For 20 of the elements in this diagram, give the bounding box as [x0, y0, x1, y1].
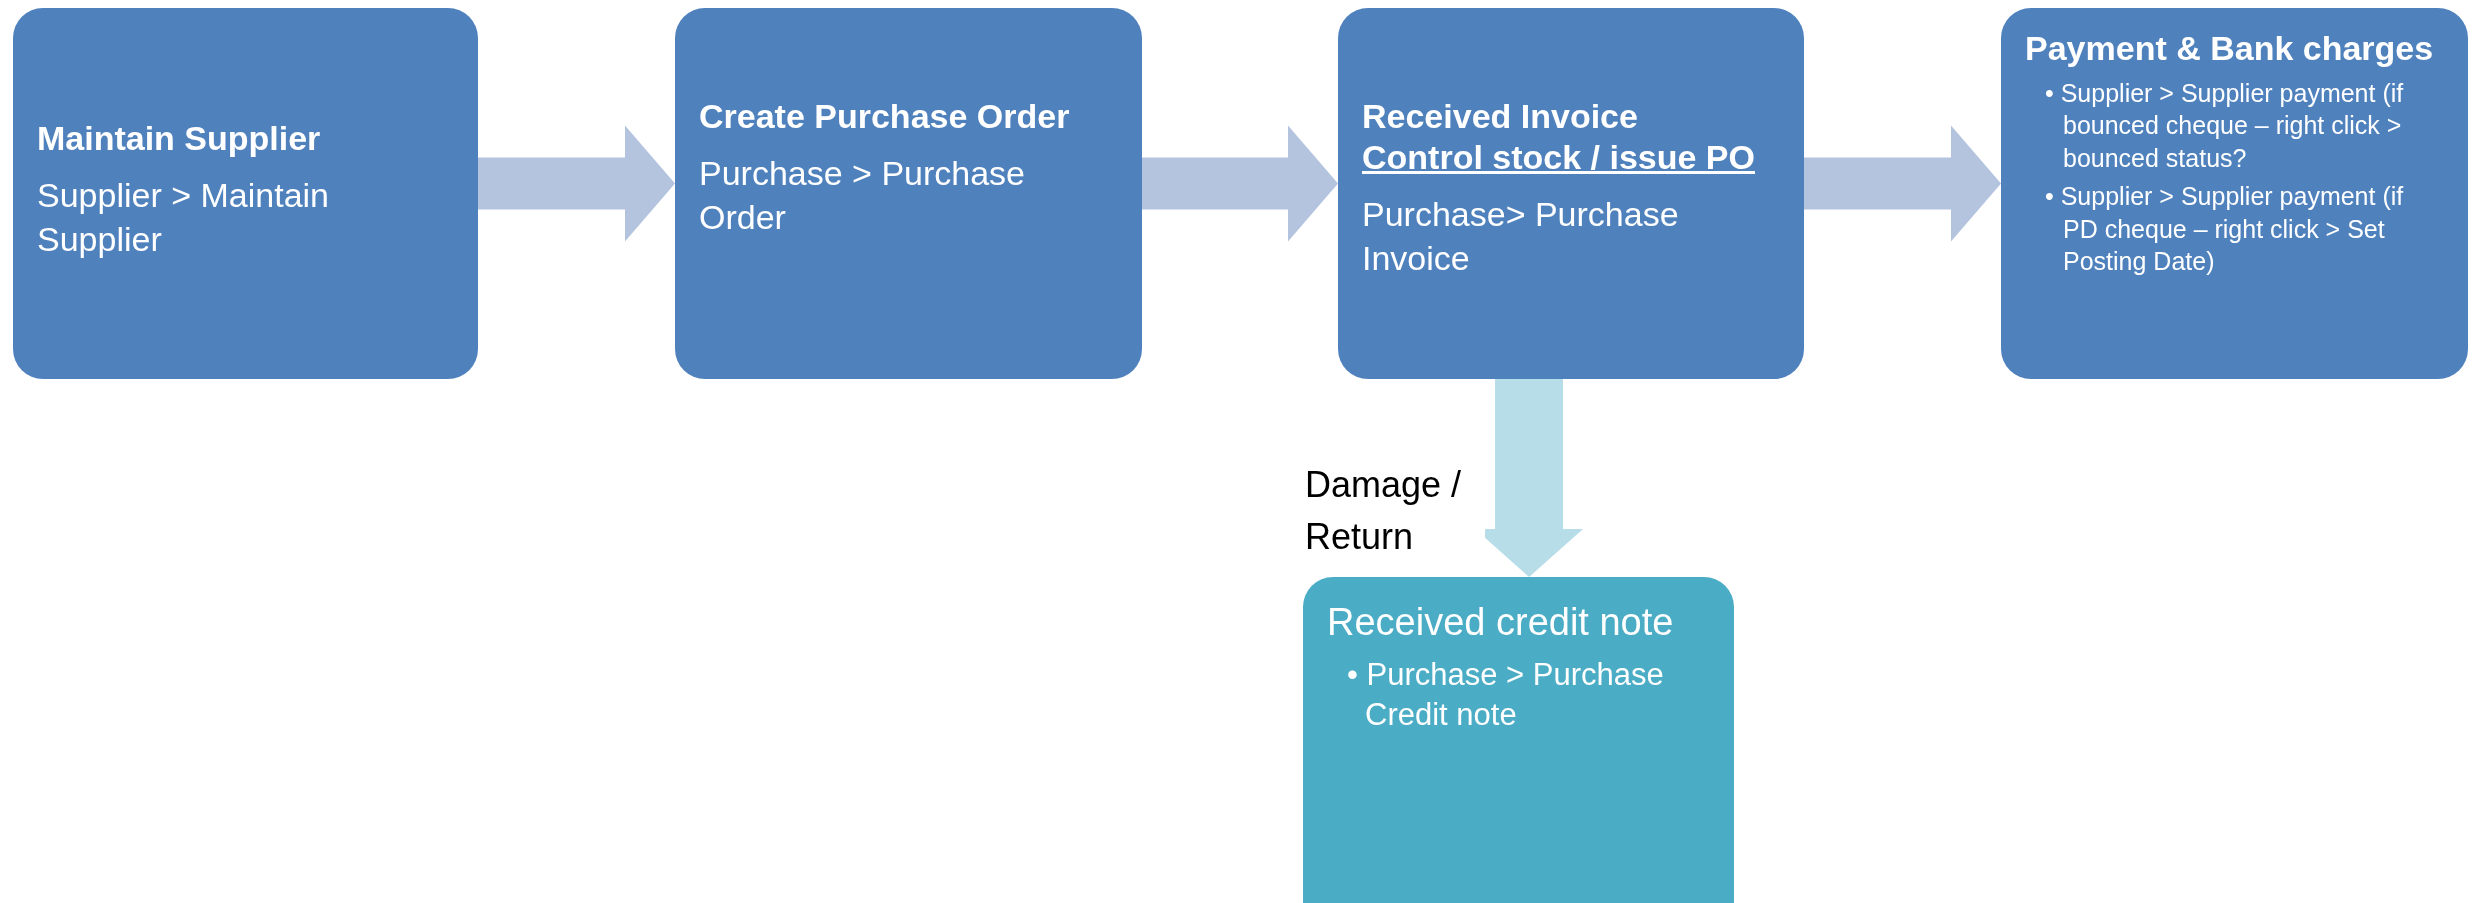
box-heading: Received credit note [1327, 600, 1675, 645]
box-heading: Payment & Bank charges [2025, 28, 2435, 69]
block-arrow [1142, 125, 1338, 242]
menu-path-text: Purchase > Purchase Order [699, 152, 1027, 238]
box-heading: Received Invoice [1362, 96, 1639, 137]
box-subheading: Control stock / issue PO [1362, 136, 1756, 178]
bullet-item: • Purchase > Purchase Credit note [1347, 655, 1665, 734]
block-arrow [478, 125, 675, 242]
block-arrow [1804, 125, 2001, 242]
bullet-item: • Supplier > Supplier payment (if bounced cheque – right click > bounced status? [2045, 77, 2405, 174]
process-box [1303, 577, 1734, 903]
process-box [675, 8, 1142, 379]
process-box [1338, 8, 1804, 379]
menu-path-text: Purchase> Purchase Invoice [1362, 193, 1680, 279]
menu-path-text: Supplier > Maintain Supplier [37, 174, 330, 260]
box-heading: Maintain Supplier [37, 118, 322, 159]
box-heading: Create Purchase Order [699, 96, 1071, 137]
bullet-item: • Supplier > Supplier payment (if PD cheque – right click > Set Posting Date) [2045, 181, 2405, 278]
process-box [13, 8, 478, 379]
process-box [2001, 8, 2468, 379]
